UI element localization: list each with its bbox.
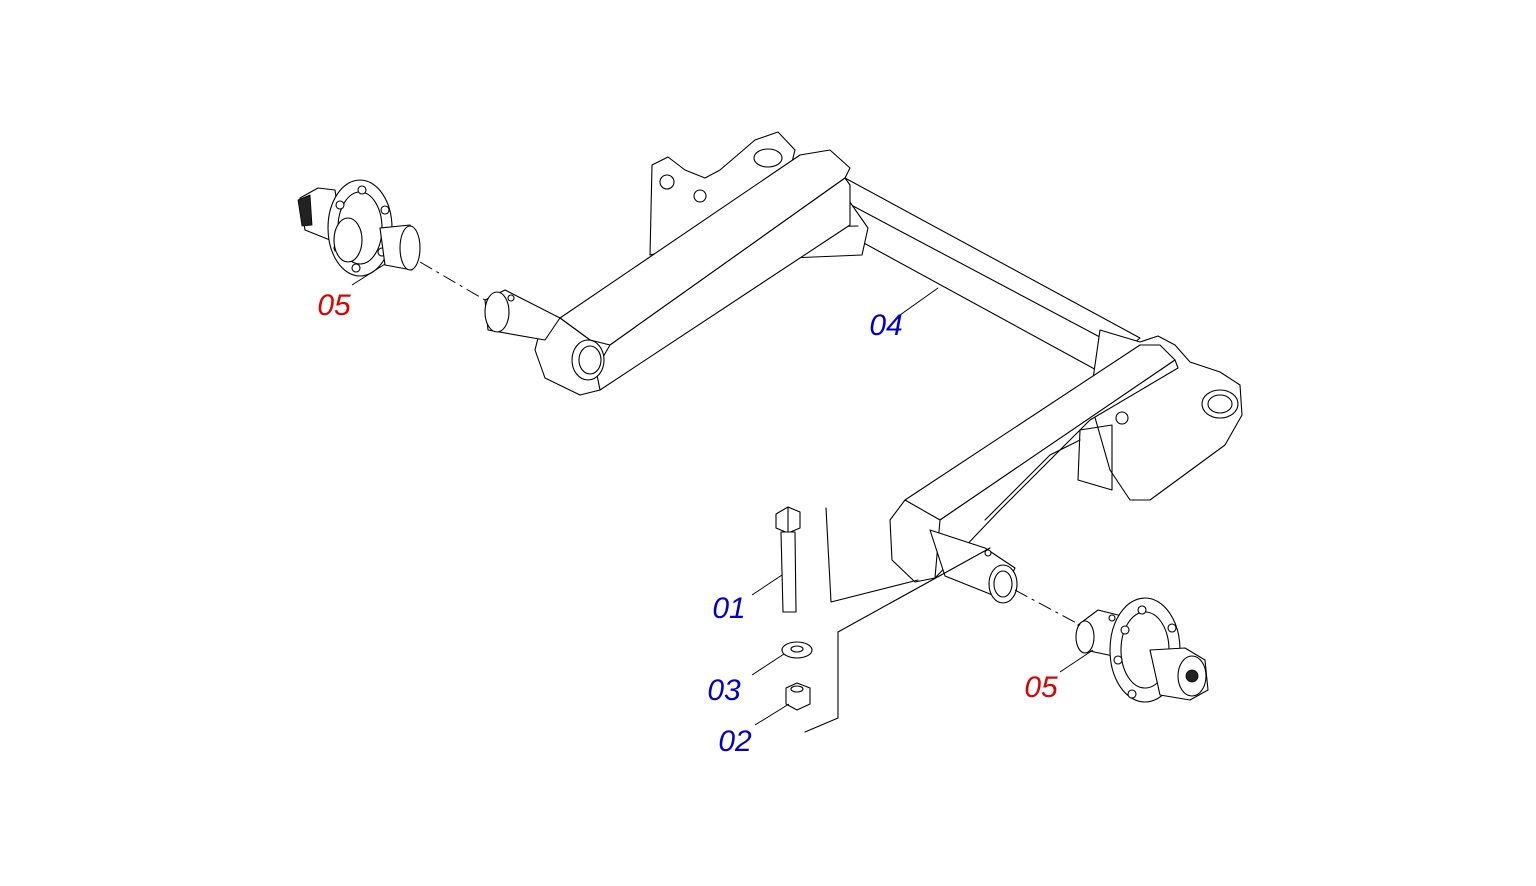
leader-05-right	[1059, 649, 1094, 673]
bolt	[775, 506, 801, 613]
nut	[785, 682, 811, 711]
leader-03	[751, 653, 785, 676]
callout-03: 03	[707, 674, 741, 707]
right-hub-assembly	[1075, 597, 1209, 703]
right-plate-hole	[1115, 411, 1129, 425]
left-hub-assembly	[297, 179, 421, 277]
leader-01	[751, 574, 783, 596]
right-hub-centerline	[1014, 589, 1081, 626]
group-line-upper	[825, 507, 919, 603]
bolt-shank	[780, 531, 797, 613]
left-plate-hole-1	[659, 174, 675, 190]
callout-05-right: 05	[1024, 671, 1058, 704]
left-hub-centerline	[419, 261, 486, 301]
callout-05-left: 05	[317, 289, 351, 322]
callout-01: 01	[712, 592, 745, 625]
left-plate-hole-2	[693, 189, 707, 203]
leader-02	[754, 703, 790, 726]
leader-04	[899, 287, 939, 316]
axle-frame	[484, 131, 1243, 604]
right-plate-bore	[1201, 389, 1239, 419]
leader-05-left	[351, 263, 386, 286]
group-line-lower-b	[804, 631, 839, 733]
washer	[781, 641, 813, 659]
callout-02: 02	[718, 725, 752, 758]
group-line-lower-a	[837, 547, 991, 633]
left-arm-bore	[571, 339, 605, 381]
callout-04: 04	[869, 309, 902, 342]
cross-tube	[839, 177, 1141, 373]
